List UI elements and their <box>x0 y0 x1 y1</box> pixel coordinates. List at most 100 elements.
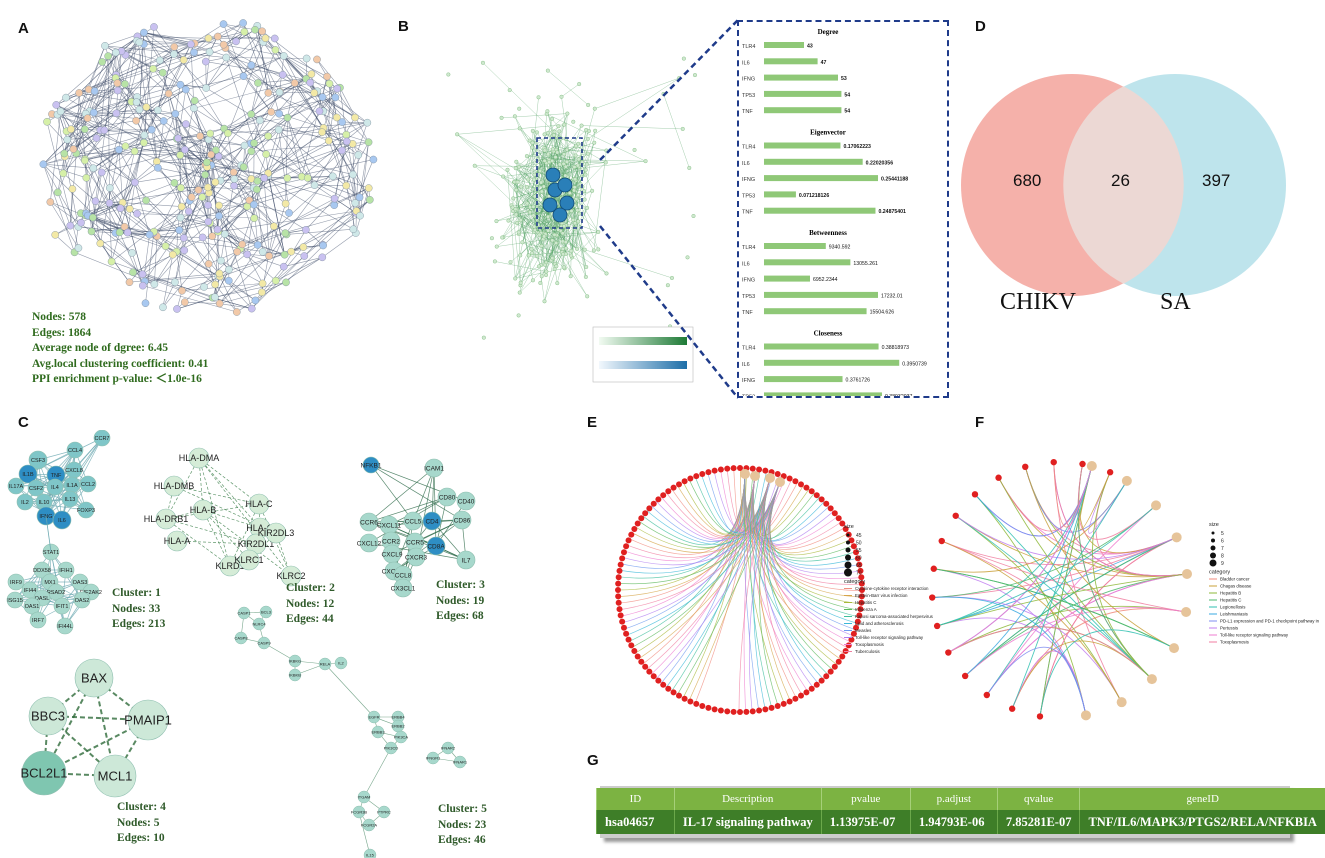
legend-category-label: Toll-like receptor signaling pathway <box>855 635 924 640</box>
bar-gene-label: TLR4 <box>742 44 755 50</box>
cluster-node <box>403 511 423 531</box>
cluster-node-label: IFNGR1 <box>426 756 441 761</box>
bar-gene-label: TLR4 <box>742 245 755 251</box>
cluster-node <box>28 696 68 736</box>
cluster-node-label: KLRC2 <box>276 571 305 581</box>
cluster-node <box>248 493 270 515</box>
cluster-node <box>155 508 177 530</box>
legend-category-label: Influenza A <box>855 607 877 612</box>
legend-size-dot <box>1211 538 1215 543</box>
legend-category-title: category <box>844 579 865 585</box>
cluster-node-label: CXCL12 <box>357 540 382 547</box>
cluster-node <box>163 475 185 497</box>
cluster-node <box>237 606 251 620</box>
cluster-node <box>280 565 302 587</box>
panel-label-f: F <box>975 414 985 431</box>
legend-size-title: size <box>844 524 854 530</box>
cluster-node-label: CXCL8 <box>65 468 83 474</box>
zoom-box <box>737 20 949 398</box>
bar-gene-label: IL6 <box>742 261 750 267</box>
cluster-1-label: Cluster: 1 <box>112 587 161 599</box>
cluster-node-label: HLA-DRB1 <box>144 514 189 524</box>
cluster-node-label: ISG15 <box>7 598 23 604</box>
cluster-2-edges: Edges: 44 <box>286 613 334 625</box>
metric-bar <box>764 142 841 149</box>
td-id: hsa04657 <box>596 810 675 834</box>
cluster-node <box>334 656 348 670</box>
cluster-node-label: IL1B <box>22 472 34 478</box>
legend-category-label: Toll-like receptor signaling pathway <box>1220 633 1289 638</box>
cluster-node-label: CCL8 <box>395 572 412 579</box>
cluster-node-label: FOXP3 <box>77 508 95 514</box>
cluster-node <box>74 658 114 698</box>
cluster-node <box>47 583 65 601</box>
cluster-4-label: Cluster: 4 <box>117 801 166 813</box>
cluster-node <box>77 501 95 519</box>
cluster-node <box>33 561 51 579</box>
cluster-node-label: PMAIP1 <box>124 713 172 728</box>
cluster-5-nodes: Nodes: 23 <box>438 818 487 831</box>
venn-sa-only: 397 <box>1202 171 1231 190</box>
cluster-node-label: HLA-DMA <box>179 453 220 463</box>
cluster-3-label: Cluster: 3 <box>436 579 485 591</box>
cluster-node <box>265 522 287 544</box>
cluster-node-label: OASL <box>35 596 50 602</box>
cluster-node-label: CCR2 <box>382 538 400 545</box>
cluster-node-label: IL15 <box>366 853 375 858</box>
cluster-node-label: KIR2DL1 <box>238 539 275 549</box>
legend-size-label: 55 <box>856 548 862 554</box>
cluster-node-label: IRF9 <box>10 580 22 586</box>
cluster-node-label: FCGR3B <box>351 810 368 815</box>
cluster-node <box>453 755 467 769</box>
cluster-2-label: Cluster: 2 <box>286 582 335 594</box>
table-header-row: ID Description pvalue p.adjust qvalue ge… <box>596 788 1325 810</box>
cluster-node-label: HLA-DMB <box>154 481 195 491</box>
cluster-node <box>377 805 391 819</box>
cluster-node-label: IL17A <box>9 484 24 490</box>
cluster-node <box>318 657 332 671</box>
cluster-node-label: ERBB2 <box>391 724 405 729</box>
legend-category-title: category <box>1209 570 1230 576</box>
hub-node <box>552 207 568 223</box>
stat-ppi-enrichment: PPI enrichment p-value: ＜1.0e-16 <box>32 373 202 385</box>
cluster-3-edges: Edges: 68 <box>436 610 484 622</box>
metric-bar <box>764 158 863 165</box>
bar-value-label: 0.38818973 <box>882 345 910 351</box>
cluster-node-label: IL2 <box>21 500 29 506</box>
stat-avg-degree: Average node of dgree: 6.45 <box>32 342 168 354</box>
metric-bar <box>764 207 876 214</box>
bar-value-label: 0.22020356 <box>866 160 894 166</box>
bar-gene-label: IFNG <box>742 177 755 183</box>
cluster-node-label: HLA-A <box>164 536 191 546</box>
cluster-node-label: RSAD2 <box>47 590 65 596</box>
network-edges <box>43 22 374 313</box>
legend-category-label: Tuberculosis <box>855 649 881 654</box>
cluster-node <box>29 611 47 629</box>
bar-gene-label: TNF <box>742 310 753 316</box>
cluster-node <box>53 597 71 615</box>
cluster-node-label: CCL2 <box>81 482 95 488</box>
metric-title-2: Betweenness <box>809 229 847 237</box>
metric-bar <box>764 42 804 48</box>
cluster-node <box>288 654 302 668</box>
bar-gene-label: TLR4 <box>742 346 755 352</box>
cluster-node-label: PTPRC <box>377 810 391 815</box>
legend-category-label: Legionellosis <box>1220 605 1246 610</box>
legend-size-label: 6 <box>1221 539 1224 545</box>
cluster-3-nodes: Nodes: 19 <box>436 594 485 607</box>
cluster-node <box>21 750 67 796</box>
metric-title-1: Eigenvector <box>810 129 846 137</box>
cluster-node <box>362 456 380 474</box>
cluster-node-label: IFNAR2 <box>441 746 456 751</box>
cluster-node-label: ITGAM <box>358 795 371 800</box>
cluster-node-label: KLRD1 <box>215 561 244 571</box>
cluster-2: HLA-DMAHLA-DMBHLA-DRB1HLA-CHLA-BHLA-GKIR… <box>144 447 306 587</box>
td-geneid: TNF/IL6/MAPK3/PTGS2/RELA/NFKBIA <box>1079 810 1325 834</box>
bar-gene-label: TP53 <box>742 294 755 300</box>
hub-network-graph <box>446 56 697 383</box>
cluster-node <box>359 512 379 532</box>
cluster-5-stats: Cluster: 5 Nodes: 23 Edges: 46 <box>438 802 487 849</box>
cluster-node <box>127 699 169 741</box>
